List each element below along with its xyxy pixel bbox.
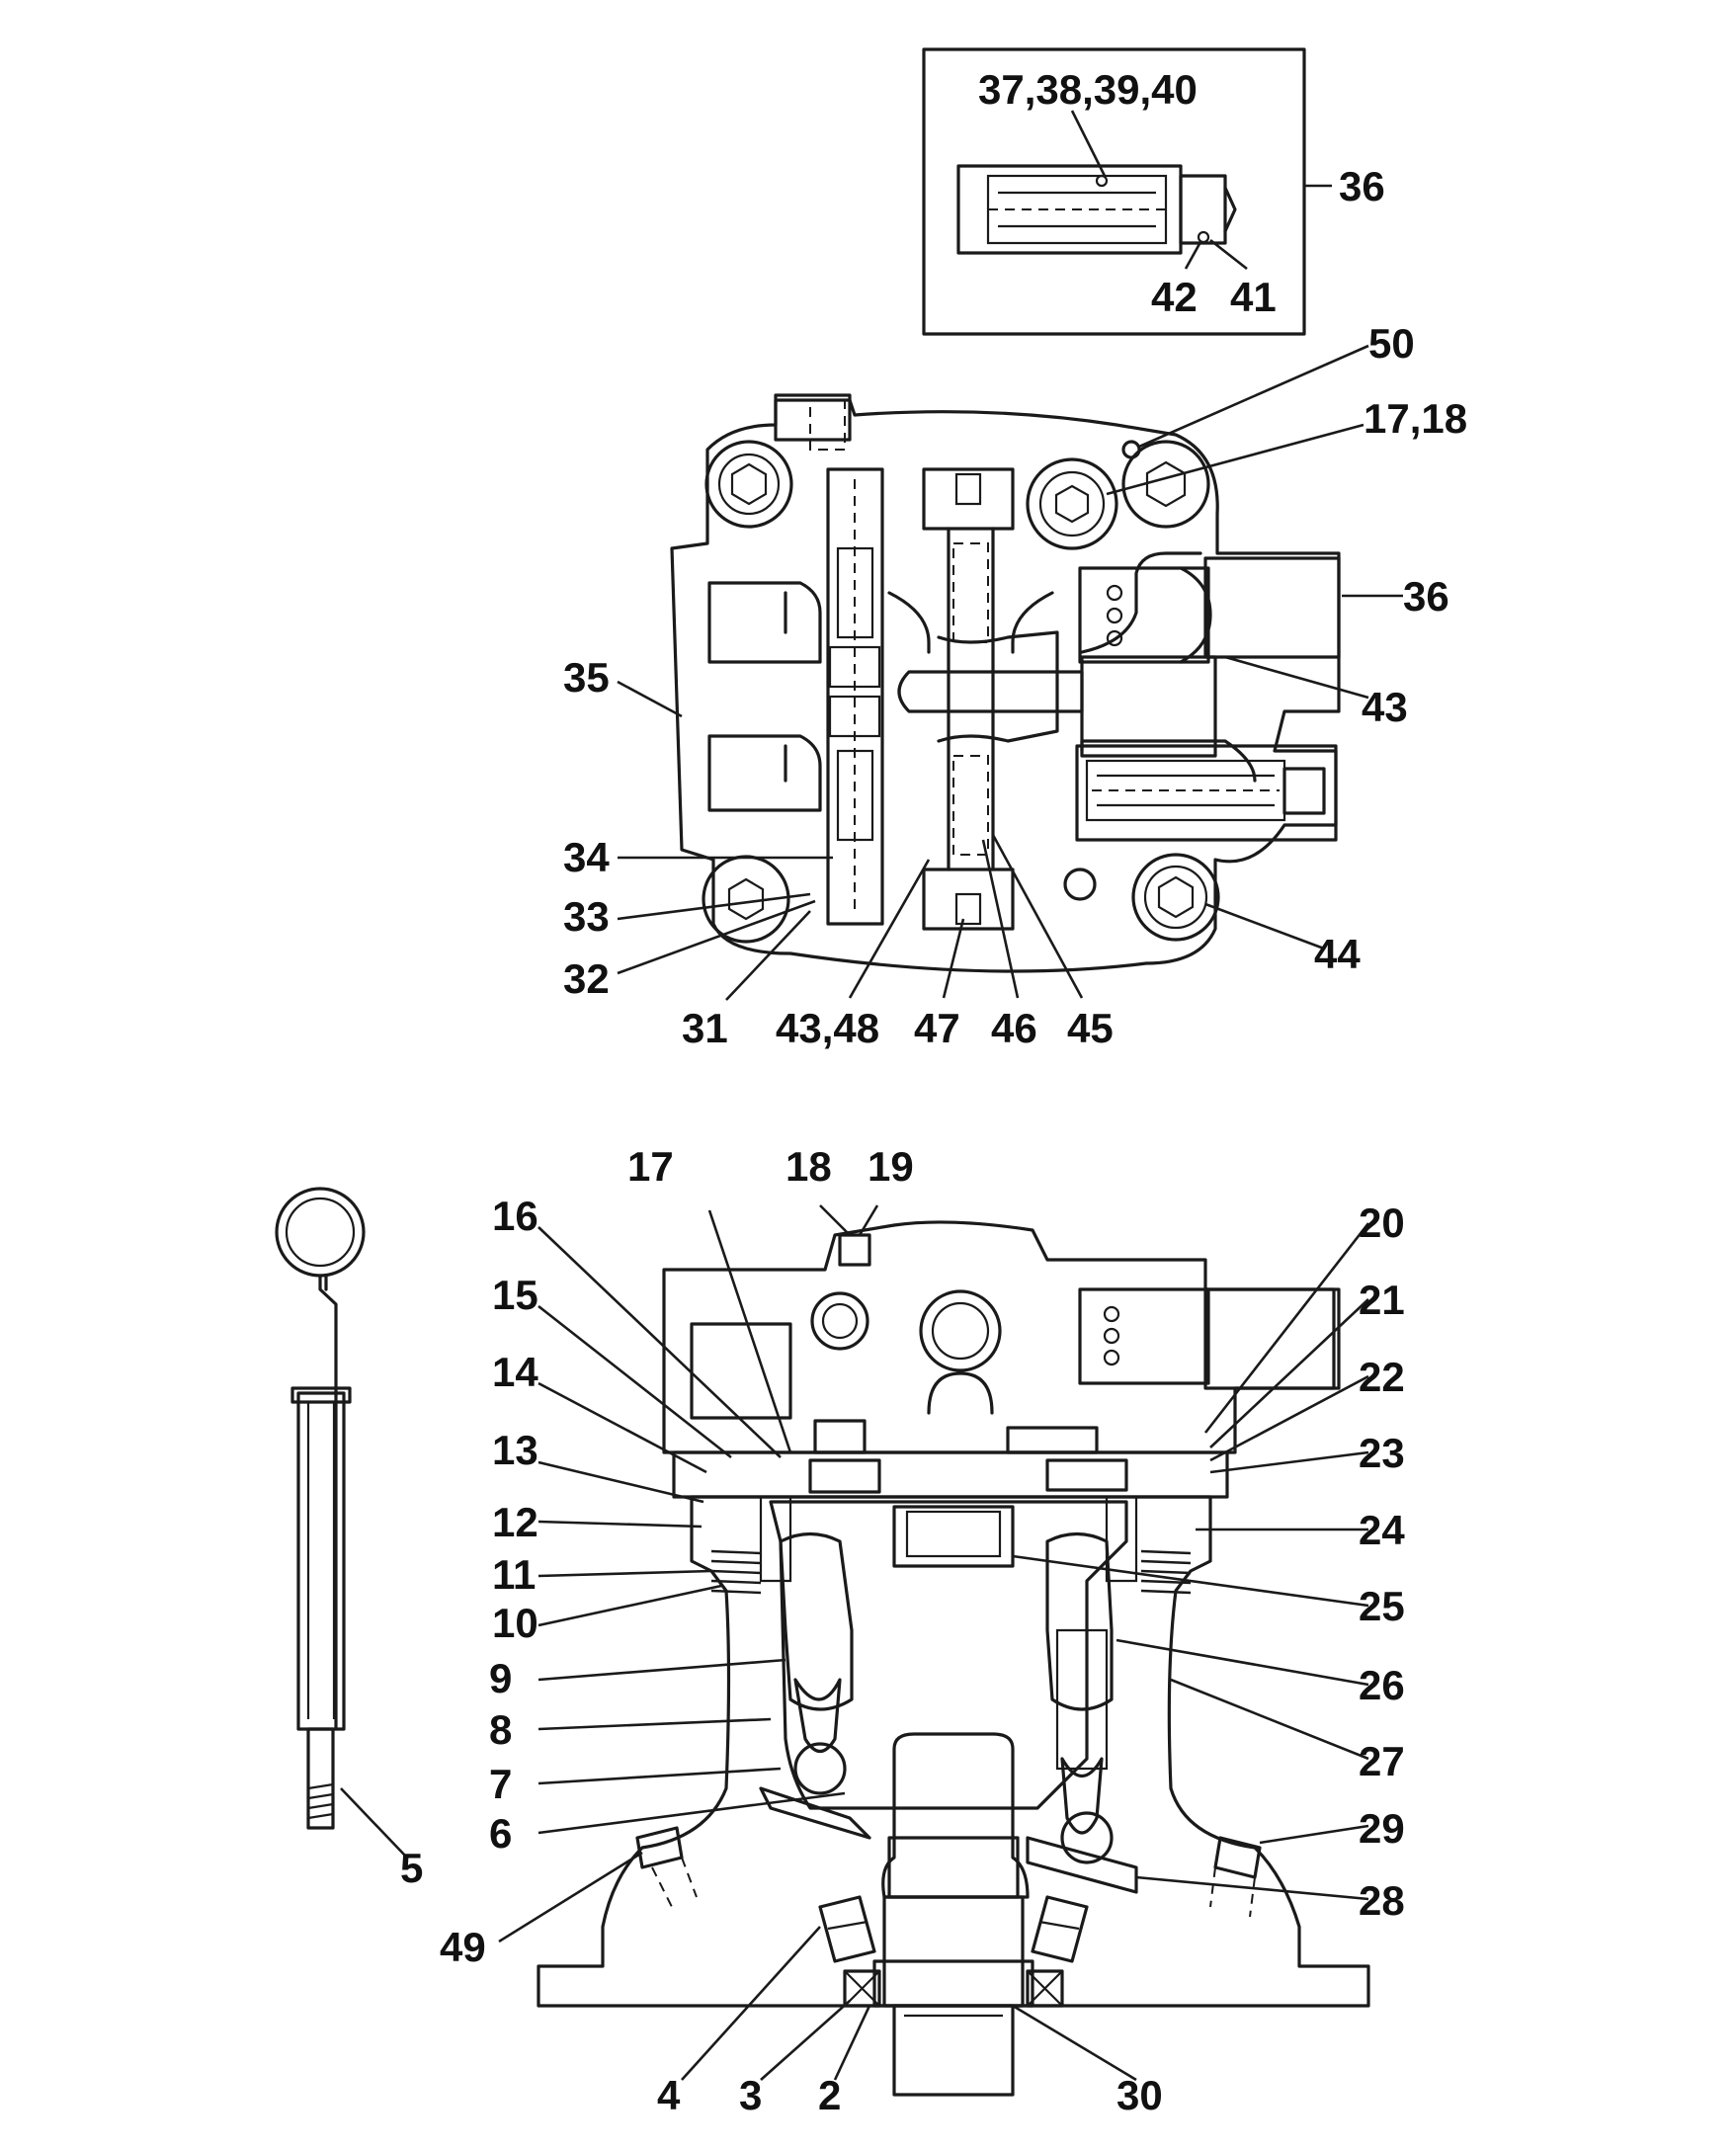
valve-cartridge-36 xyxy=(1075,551,1341,842)
callout-14: 14 xyxy=(492,1349,538,1395)
callout-46: 46 xyxy=(991,1005,1037,1051)
callout-4: 4 xyxy=(657,2072,681,2118)
bearing-left xyxy=(818,1895,876,1963)
callout-5: 5 xyxy=(400,1845,423,1891)
valve-block-top-view xyxy=(617,344,1403,1001)
callout-49: 49 xyxy=(440,1924,486,1970)
callout-43-48: 43,48 xyxy=(776,1005,879,1051)
callout-31: 31 xyxy=(682,1005,728,1051)
callout-3: 3 xyxy=(739,2072,762,2118)
springs-left xyxy=(710,1549,762,1595)
callout-13: 13 xyxy=(492,1427,538,1473)
callout-18: 18 xyxy=(785,1143,832,1190)
callout-45: 45 xyxy=(1067,1005,1114,1051)
callout-labels: 37,38,39,40 36 42 41 50 17,18 36 43 35 3… xyxy=(400,66,1467,2118)
callout-33: 33 xyxy=(563,893,610,940)
callout-26: 26 xyxy=(1359,1662,1405,1708)
plug-29 xyxy=(1209,1836,1262,1918)
plug-49 xyxy=(635,1826,698,1908)
callout-44: 44 xyxy=(1314,931,1361,977)
inset-valve-cartridge xyxy=(956,164,1237,255)
piston-right xyxy=(1045,1531,1114,1864)
callout-47: 47 xyxy=(914,1005,960,1051)
callout-28: 28 xyxy=(1359,1877,1405,1924)
callout-6: 6 xyxy=(489,1810,512,1857)
callout-36-inset: 36 xyxy=(1339,163,1385,209)
callout-24: 24 xyxy=(1359,1507,1405,1553)
callout-16: 16 xyxy=(492,1193,538,1239)
callout-25: 25 xyxy=(1359,1583,1405,1629)
callout-42: 42 xyxy=(1151,274,1198,320)
callout-30: 30 xyxy=(1116,2072,1163,2118)
callout-8: 8 xyxy=(489,1706,512,1753)
callout-37-38-39-40: 37,38,39,40 xyxy=(978,66,1198,113)
callout-15: 15 xyxy=(492,1272,538,1318)
spool-bore-left xyxy=(707,467,884,926)
callout-23: 23 xyxy=(1359,1430,1405,1476)
callout-41: 41 xyxy=(1230,274,1277,320)
bearing-right xyxy=(1031,1895,1089,1963)
extraction-tool-5 xyxy=(275,1187,406,1857)
callout-34: 34 xyxy=(563,834,610,880)
plug-17-18 xyxy=(1026,457,1118,550)
callout-9: 9 xyxy=(489,1655,512,1701)
callout-22: 22 xyxy=(1359,1354,1405,1400)
oil-seal xyxy=(843,1969,1064,2008)
callout-17-18: 17,18 xyxy=(1364,395,1467,442)
callout-32: 32 xyxy=(563,955,610,1002)
callout-12: 12 xyxy=(492,1499,538,1545)
callout-43: 43 xyxy=(1362,684,1408,730)
callout-20: 20 xyxy=(1359,1199,1405,1246)
ring-50 xyxy=(1121,440,1141,459)
callout-27: 27 xyxy=(1359,1738,1405,1784)
bolt-top-left xyxy=(704,440,793,529)
callout-50: 50 xyxy=(1368,320,1415,367)
callout-19: 19 xyxy=(868,1143,914,1190)
springs-right xyxy=(1140,1549,1192,1595)
piston-left xyxy=(779,1531,854,1795)
valve-detail-inset xyxy=(922,47,1332,336)
swing-motor-section-view xyxy=(498,1204,1370,2097)
callout-2: 2 xyxy=(818,2072,841,2118)
callout-10: 10 xyxy=(492,1600,538,1646)
callout-17: 17 xyxy=(627,1143,674,1190)
callout-11: 11 xyxy=(492,1551,536,1598)
callout-21: 21 xyxy=(1359,1277,1405,1323)
callout-29: 29 xyxy=(1359,1805,1405,1852)
callout-36: 36 xyxy=(1403,573,1449,620)
callout-35: 35 xyxy=(563,654,610,701)
callout-7: 7 xyxy=(489,1761,512,1807)
bolt-bottom-right xyxy=(1131,853,1220,942)
spool-bore-center xyxy=(887,467,1084,931)
